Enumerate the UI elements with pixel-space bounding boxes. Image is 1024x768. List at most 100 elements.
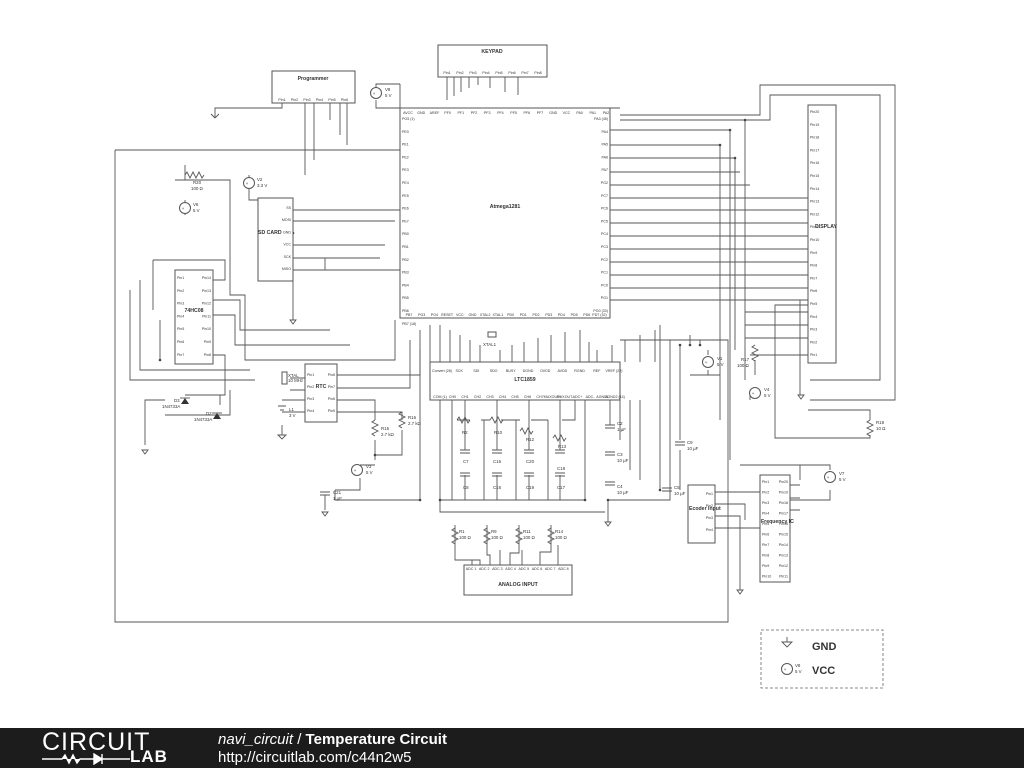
svg-text:+: + bbox=[182, 206, 185, 211]
pin-label: Pin1 bbox=[706, 492, 713, 496]
adc-label: LTC1859 bbox=[514, 377, 535, 383]
pin-label: PB7 (18) bbox=[402, 322, 416, 326]
pin-label: PB3 bbox=[402, 271, 409, 275]
xtal-crystal: XTAL 10 MHz bbox=[281, 371, 303, 385]
r15-name: R15 bbox=[381, 426, 390, 431]
pin-label: CH3 bbox=[486, 395, 493, 399]
v1-value: 5 V bbox=[717, 362, 724, 367]
xtal-name: XTAL bbox=[288, 373, 299, 378]
v3-value: 5 V bbox=[366, 470, 373, 475]
waveform-icon bbox=[42, 753, 130, 765]
resistor-icon bbox=[370, 419, 380, 437]
c16b-label: C16 bbox=[493, 485, 502, 490]
svg-text:+: + bbox=[752, 391, 755, 396]
programmer-label: Programmer bbox=[298, 76, 329, 82]
svg-text:+: + bbox=[705, 360, 708, 365]
pin-label: PA1 bbox=[590, 111, 597, 115]
keypad-box bbox=[437, 44, 548, 78]
pin-label: PF7 bbox=[537, 111, 544, 115]
mux-box bbox=[174, 269, 214, 365]
legend: GND + V8 5 V VCC bbox=[760, 629, 884, 689]
pin-label: PA7 bbox=[601, 168, 608, 172]
author-link[interactable]: navi_circuit bbox=[218, 731, 294, 748]
pin-label: PB0 bbox=[402, 232, 409, 236]
pin-label: CH2 bbox=[474, 395, 481, 399]
mcu-label: Atmega1281 bbox=[490, 204, 521, 210]
pin-label: ADC 7 bbox=[545, 567, 556, 571]
v2-name: V2 bbox=[257, 177, 263, 182]
pin-label: GND bbox=[549, 111, 557, 115]
d2-name: D2 bbox=[206, 411, 212, 416]
c17-label: C17 bbox=[557, 485, 566, 490]
pin-label: Pin3 bbox=[303, 98, 310, 102]
pin-label: Pin11 bbox=[810, 225, 819, 229]
c2-value: 1 µF bbox=[617, 427, 626, 432]
display-block: DISPLAY Pin20Pin19Pin18Pin17Pin16Pin15Pi… bbox=[807, 104, 838, 364]
circuitlab-logo[interactable]: CIRCUIT LAB bbox=[42, 728, 182, 766]
display-box bbox=[807, 104, 837, 364]
pin-label: Pin7 bbox=[328, 385, 335, 389]
v8-value: 5 V bbox=[385, 93, 392, 98]
r20-value: 100 Ω bbox=[191, 186, 204, 191]
pin-label: Pin5 bbox=[762, 522, 769, 526]
legend-gnd-label: GND bbox=[812, 641, 837, 653]
pin-label: PG4 bbox=[431, 313, 438, 317]
c21-value: 1 µF bbox=[333, 496, 342, 501]
pin-label: Pin8 bbox=[204, 353, 211, 357]
legend-vcc-label: VCC bbox=[812, 665, 835, 677]
c20-label: C20 bbox=[526, 459, 535, 464]
svg-text:+: + bbox=[827, 475, 830, 480]
pin-label: Pin7 bbox=[810, 276, 817, 280]
pin-label: XTAL2 bbox=[480, 313, 491, 317]
filter-capacitors: C7 C16 C20 C18 C8 C16 C19 C17 bbox=[460, 449, 566, 490]
analog-input-label: ANALOG INPUT bbox=[498, 582, 538, 588]
pin-label: PF3 bbox=[484, 111, 491, 115]
pin-label: Pin3 bbox=[307, 397, 314, 401]
pin-label: PA2 bbox=[603, 111, 610, 115]
capacitor-icon bbox=[460, 449, 565, 454]
r18-resistor: R18 10 Ω bbox=[865, 419, 886, 437]
display-label: DISPLAY bbox=[815, 224, 838, 230]
pin-label: Pin7 bbox=[762, 543, 769, 547]
mux-label: 74HC08 bbox=[184, 308, 203, 314]
pin-label: Pin1 bbox=[443, 71, 450, 75]
pin-label: ADC 8 bbox=[558, 567, 569, 571]
pin-label: Pin20 bbox=[810, 110, 819, 114]
pin-label: PG1 bbox=[601, 296, 608, 300]
pin-label: Pin10 bbox=[202, 327, 211, 331]
pin-label: AREF bbox=[430, 111, 440, 115]
v6-name: V6 bbox=[193, 202, 199, 207]
diode-icon bbox=[181, 398, 189, 404]
c2-capacitor: C2 1 µF bbox=[605, 421, 626, 432]
crystal-icon bbox=[281, 371, 288, 385]
circuit-url-link[interactable]: http://circuitlab.com/c44n2w5 bbox=[218, 749, 412, 766]
v2-value: 3.3 V bbox=[257, 183, 267, 188]
pin-label: ADC- bbox=[586, 395, 596, 399]
r20-resistor: R20 100 Ω bbox=[184, 170, 205, 191]
pin-label: Pin3 bbox=[706, 516, 713, 520]
pin-label: PE1 bbox=[402, 143, 409, 147]
pin-label: AVDD bbox=[558, 369, 568, 373]
r9-name: R9 bbox=[491, 529, 497, 534]
r14-value: 100 Ω bbox=[555, 535, 568, 540]
pin-label: PB1 bbox=[402, 245, 409, 249]
svg-text:+: + bbox=[373, 91, 376, 96]
r13-label: R13 bbox=[558, 444, 567, 449]
pin-label: MUXOUT- bbox=[557, 395, 574, 399]
pin-label: Pin3 bbox=[177, 302, 184, 306]
sd-card-label: SD CARD bbox=[258, 230, 282, 236]
r10-label: R10 bbox=[494, 430, 503, 435]
pin-label: Pin6 bbox=[810, 289, 817, 293]
pin-label: Pin18 bbox=[810, 136, 819, 140]
ground-icon bbox=[780, 637, 794, 648]
pin-label: VCC bbox=[283, 243, 291, 247]
c4-name: C4 bbox=[617, 484, 623, 489]
pin-label: PC7 bbox=[601, 194, 608, 198]
pin-label: PG0 (33) bbox=[593, 309, 608, 313]
pin-label: Pin14 bbox=[779, 543, 788, 547]
